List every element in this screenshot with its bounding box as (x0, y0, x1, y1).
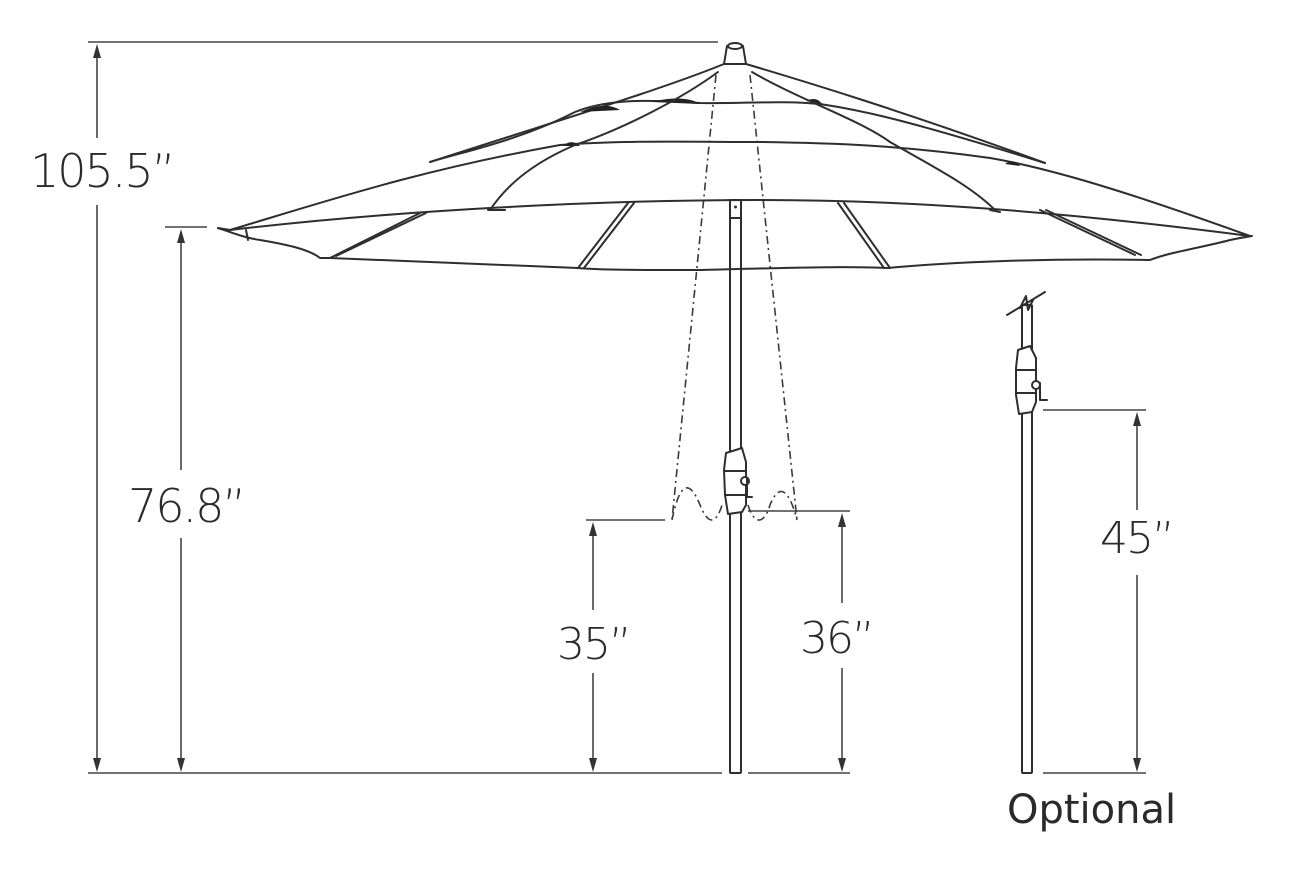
optional-caption: Optional (1007, 787, 1177, 833)
tilt-range-indicator (671, 74, 798, 521)
total-height-dimension (88, 41, 718, 772)
canopy-clearance-label: 76.8” (128, 479, 246, 533)
total-height-label: 105.5” (30, 144, 176, 198)
crank-height-right-label: 36” (800, 613, 875, 664)
crank-height-35-dimension (586, 519, 665, 772)
crank-housing (723, 447, 753, 515)
clearance-dimension (165, 226, 207, 772)
crank-height-36-dimension (748, 510, 850, 772)
optional-crank-45-dimension (1043, 409, 1146, 774)
canopy (217, 42, 1253, 271)
optional-crank-pole (1006, 291, 1048, 774)
optional-crank-height-label: 45” (1100, 513, 1175, 564)
crank-height-left-label: 35” (557, 619, 632, 670)
